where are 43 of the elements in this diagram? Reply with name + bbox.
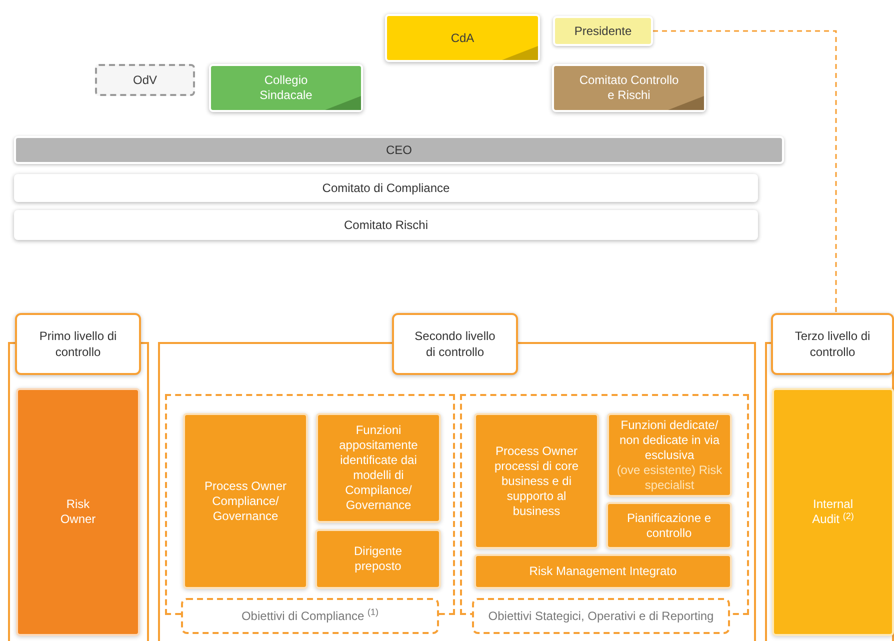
org-box — [95, 64, 195, 96]
sticky-note — [209, 64, 363, 112]
box-label: CEO — [386, 142, 412, 158]
level-heading-box: Primo livello di controllo — [15, 313, 141, 375]
committee-bar — [14, 210, 758, 240]
level-heading-box: Terzo livello di controllo — [771, 313, 894, 375]
cda-note — [385, 14, 540, 62]
org-box — [553, 16, 653, 46]
box-label: Comitato Rischi — [344, 218, 428, 232]
box-label: Presidente — [574, 24, 632, 38]
note-text: CdA — [450, 30, 476, 46]
role-box — [316, 413, 441, 523]
role-label: Internal Audit $^{(2)}$ — [811, 497, 855, 527]
role-box — [183, 413, 308, 589]
role-box — [315, 529, 441, 589]
box-label: OdV — [132, 72, 157, 88]
role-label: Process Owner Compliance/ Governance — [203, 478, 288, 524]
role-label: Process Owner processi di core business e di supporto al business — [493, 444, 580, 518]
sticky-note — [552, 64, 706, 112]
role-box — [474, 413, 599, 549]
box-label: Comitato di Compliance — [322, 180, 450, 196]
level-heading-box: Secondo livello di controllo — [392, 313, 518, 375]
note-text: Comitato Controllo e Rischi — [578, 73, 680, 103]
role-box — [16, 388, 140, 636]
objective-label: Obiettivi di Compliance $^{(1)}$ — [241, 608, 379, 624]
role-label: Dirigente preposto — [352, 544, 404, 574]
objective-label: Obiettivi Stategici, Operativi e di Reporting — [488, 608, 714, 624]
ceo-bar — [14, 136, 784, 164]
role-label: Risk Owner — [59, 497, 97, 527]
note-text: Collegio Sindacale — [258, 73, 314, 103]
role-box — [772, 388, 894, 636]
objective-box — [181, 598, 439, 634]
role-note: (ove esistente) Risk specialist — [616, 462, 724, 492]
dashed-connector — [653, 30, 837, 313]
role-label: Risk Management Integrato — [529, 564, 677, 579]
role-label: Funzioni dedicate/ non dedicate in via esclusiva — [618, 418, 721, 462]
role-box — [474, 554, 732, 589]
role-label: Pianificazione e controllo — [626, 510, 712, 540]
role-box — [606, 502, 732, 549]
role-box — [607, 413, 732, 497]
role-label: Funzioni appositamente identificate dai modelli di Compilance/ Governance — [338, 423, 419, 513]
objective-box — [472, 598, 730, 634]
committee-bar — [14, 174, 758, 202]
